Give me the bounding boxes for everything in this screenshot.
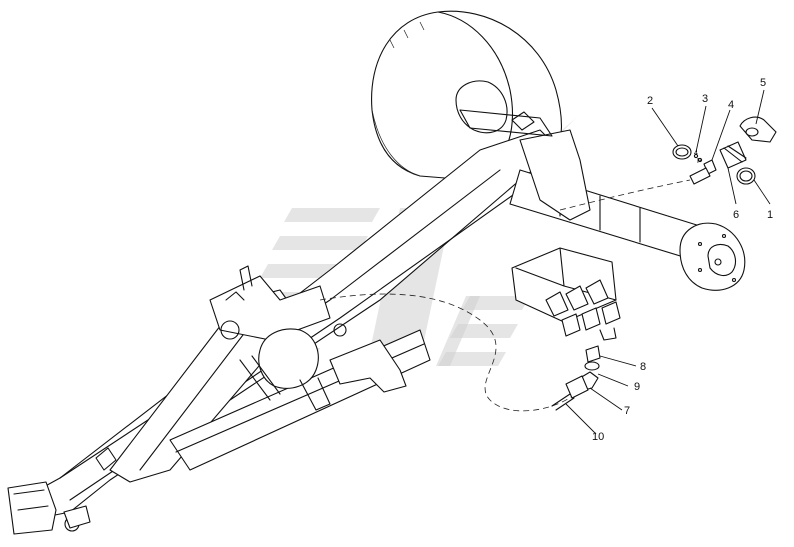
callout-8: 8 — [640, 361, 646, 373]
callout-2: 2 — [647, 95, 653, 107]
axle-and-hub — [459, 109, 746, 291]
small-label-p: P — [697, 158, 702, 165]
valve-block — [511, 247, 621, 341]
callout-10: 10 — [592, 431, 604, 443]
callout-4: 4 — [728, 99, 734, 111]
callout-7: 7 — [624, 405, 630, 417]
trailer-frame — [7, 129, 561, 535]
hose-to-coupler — [559, 179, 691, 211]
hydraulic-hose-route — [319, 293, 581, 412]
callout-6: 6 — [733, 209, 739, 221]
quick-coupler-parts — [672, 116, 777, 185]
callout-9: 9 — [634, 381, 640, 393]
leader-lines — [565, 89, 771, 435]
callout-1: 1 — [767, 209, 773, 221]
hose-fittings — [551, 345, 601, 411]
small-label-four: 4 — [694, 150, 698, 157]
callout-5: 5 — [760, 77, 766, 89]
callout-3: 3 — [702, 93, 708, 105]
callout-numbers: 2 3 4 5 6 1 8 9 7 10 — [592, 77, 773, 443]
